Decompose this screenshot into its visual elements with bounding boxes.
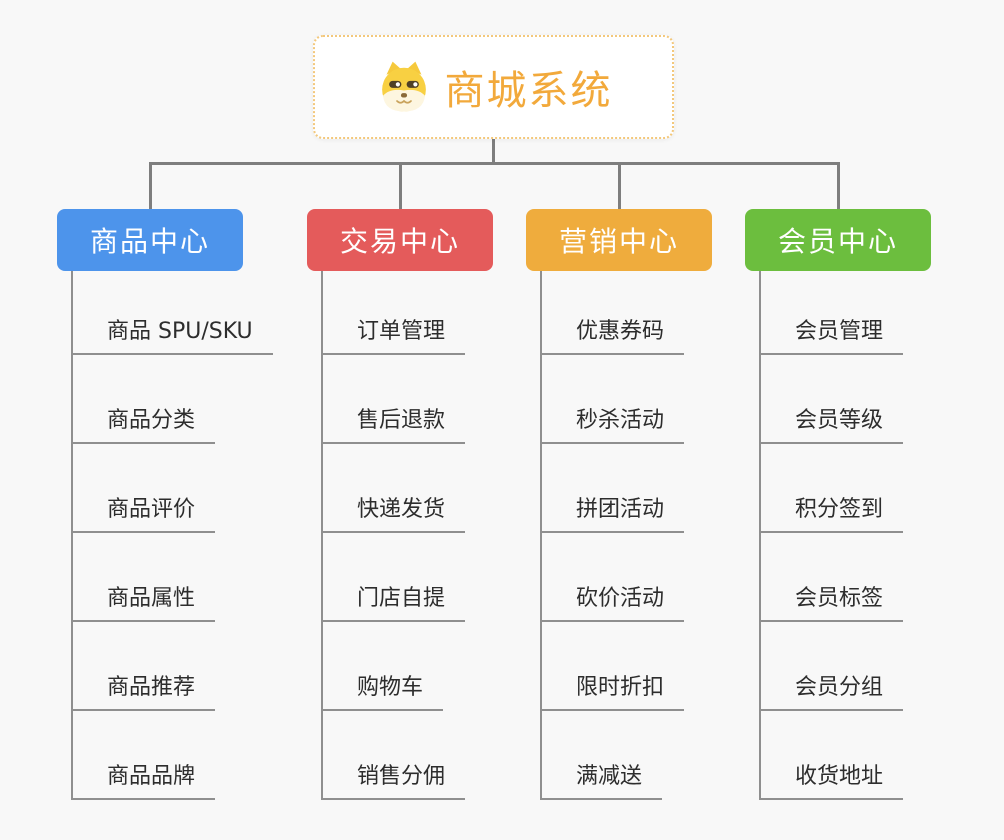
branch-items-trade: 订单管理 售后退款 快递发货 门店自提 购物车 销售分佣 — [321, 271, 547, 800]
mindmap-item[interactable]: 商品属性 — [73, 584, 216, 622]
mindmap-item[interactable]: 会员分组 — [761, 673, 904, 711]
connector-drop-2 — [399, 162, 402, 210]
mindmap-item[interactable]: 售后退款 — [323, 406, 466, 444]
connector-rail — [149, 162, 840, 165]
mindmap-item[interactable]: 会员等级 — [761, 406, 904, 444]
root-node[interactable]: 商城系统 — [313, 35, 674, 139]
branch-product-center: 商品中心 商品 SPU/SKU 商品分类 商品评价 商品属性 商品推荐 商品品牌 — [57, 209, 297, 800]
branch-node-trade-center[interactable]: 交易中心 — [307, 209, 493, 271]
branch-items-member: 会员管理 会员等级 积分签到 会员标签 会员分组 收货地址 — [759, 271, 985, 800]
mindmap-item[interactable]: 购物车 — [323, 673, 444, 711]
mindmap-item[interactable]: 销售分佣 — [323, 762, 466, 800]
mindmap-item[interactable]: 拼团活动 — [542, 495, 685, 533]
connector-drop-1 — [149, 162, 152, 210]
mindmap-item[interactable]: 收货地址 — [761, 762, 904, 800]
mindmap-item[interactable]: 商品 SPU/SKU — [73, 317, 273, 355]
branch-marketing-center: 营销中心 优惠券码 秒杀活动 拼团活动 砍价活动 限时折扣 满减送 — [526, 209, 766, 800]
mindmap-item[interactable]: 会员标签 — [761, 584, 904, 622]
branch-items-product: 商品 SPU/SKU 商品分类 商品评价 商品属性 商品推荐 商品品牌 — [71, 271, 297, 800]
branch-node-product-center[interactable]: 商品中心 — [57, 209, 243, 271]
mindmap-item[interactable]: 积分签到 — [761, 495, 904, 533]
branch-node-marketing-center[interactable]: 营销中心 — [526, 209, 712, 271]
mindmap-item[interactable]: 秒杀活动 — [542, 406, 685, 444]
mindmap-item[interactable]: 商品品牌 — [73, 762, 216, 800]
mindmap-item[interactable]: 砍价活动 — [542, 584, 685, 622]
shiba-dog-icon — [381, 61, 426, 112]
mindmap-item[interactable]: 会员管理 — [761, 317, 904, 355]
mindmap-item[interactable]: 订单管理 — [323, 317, 466, 355]
mindmap-item[interactable]: 门店自提 — [323, 584, 466, 622]
connector-drop-4 — [837, 162, 840, 210]
mindmap-item[interactable]: 商品推荐 — [73, 673, 216, 711]
branch-trade-center: 交易中心 订单管理 售后退款 快递发货 门店自提 购物车 销售分佣 — [307, 209, 547, 800]
branch-items-marketing: 优惠券码 秒杀活动 拼团活动 砍价活动 限时折扣 满减送 — [540, 271, 766, 800]
mindmap-item[interactable]: 商品分类 — [73, 406, 216, 444]
mindmap-item[interactable]: 限时折扣 — [542, 673, 685, 711]
branch-node-member-center[interactable]: 会员中心 — [745, 209, 931, 271]
branch-member-center: 会员中心 会员管理 会员等级 积分签到 会员标签 会员分组 收货地址 — [745, 209, 985, 800]
mindmap-item[interactable]: 满减送 — [542, 762, 663, 800]
mindmap-item[interactable]: 优惠券码 — [542, 317, 685, 355]
mindmap-item[interactable]: 商品评价 — [73, 495, 216, 533]
mindmap-item[interactable]: 快递发货 — [323, 495, 466, 533]
connector-root-stem — [492, 137, 495, 165]
connector-drop-3 — [618, 162, 621, 210]
root-title: 商城系统 — [444, 68, 613, 114]
